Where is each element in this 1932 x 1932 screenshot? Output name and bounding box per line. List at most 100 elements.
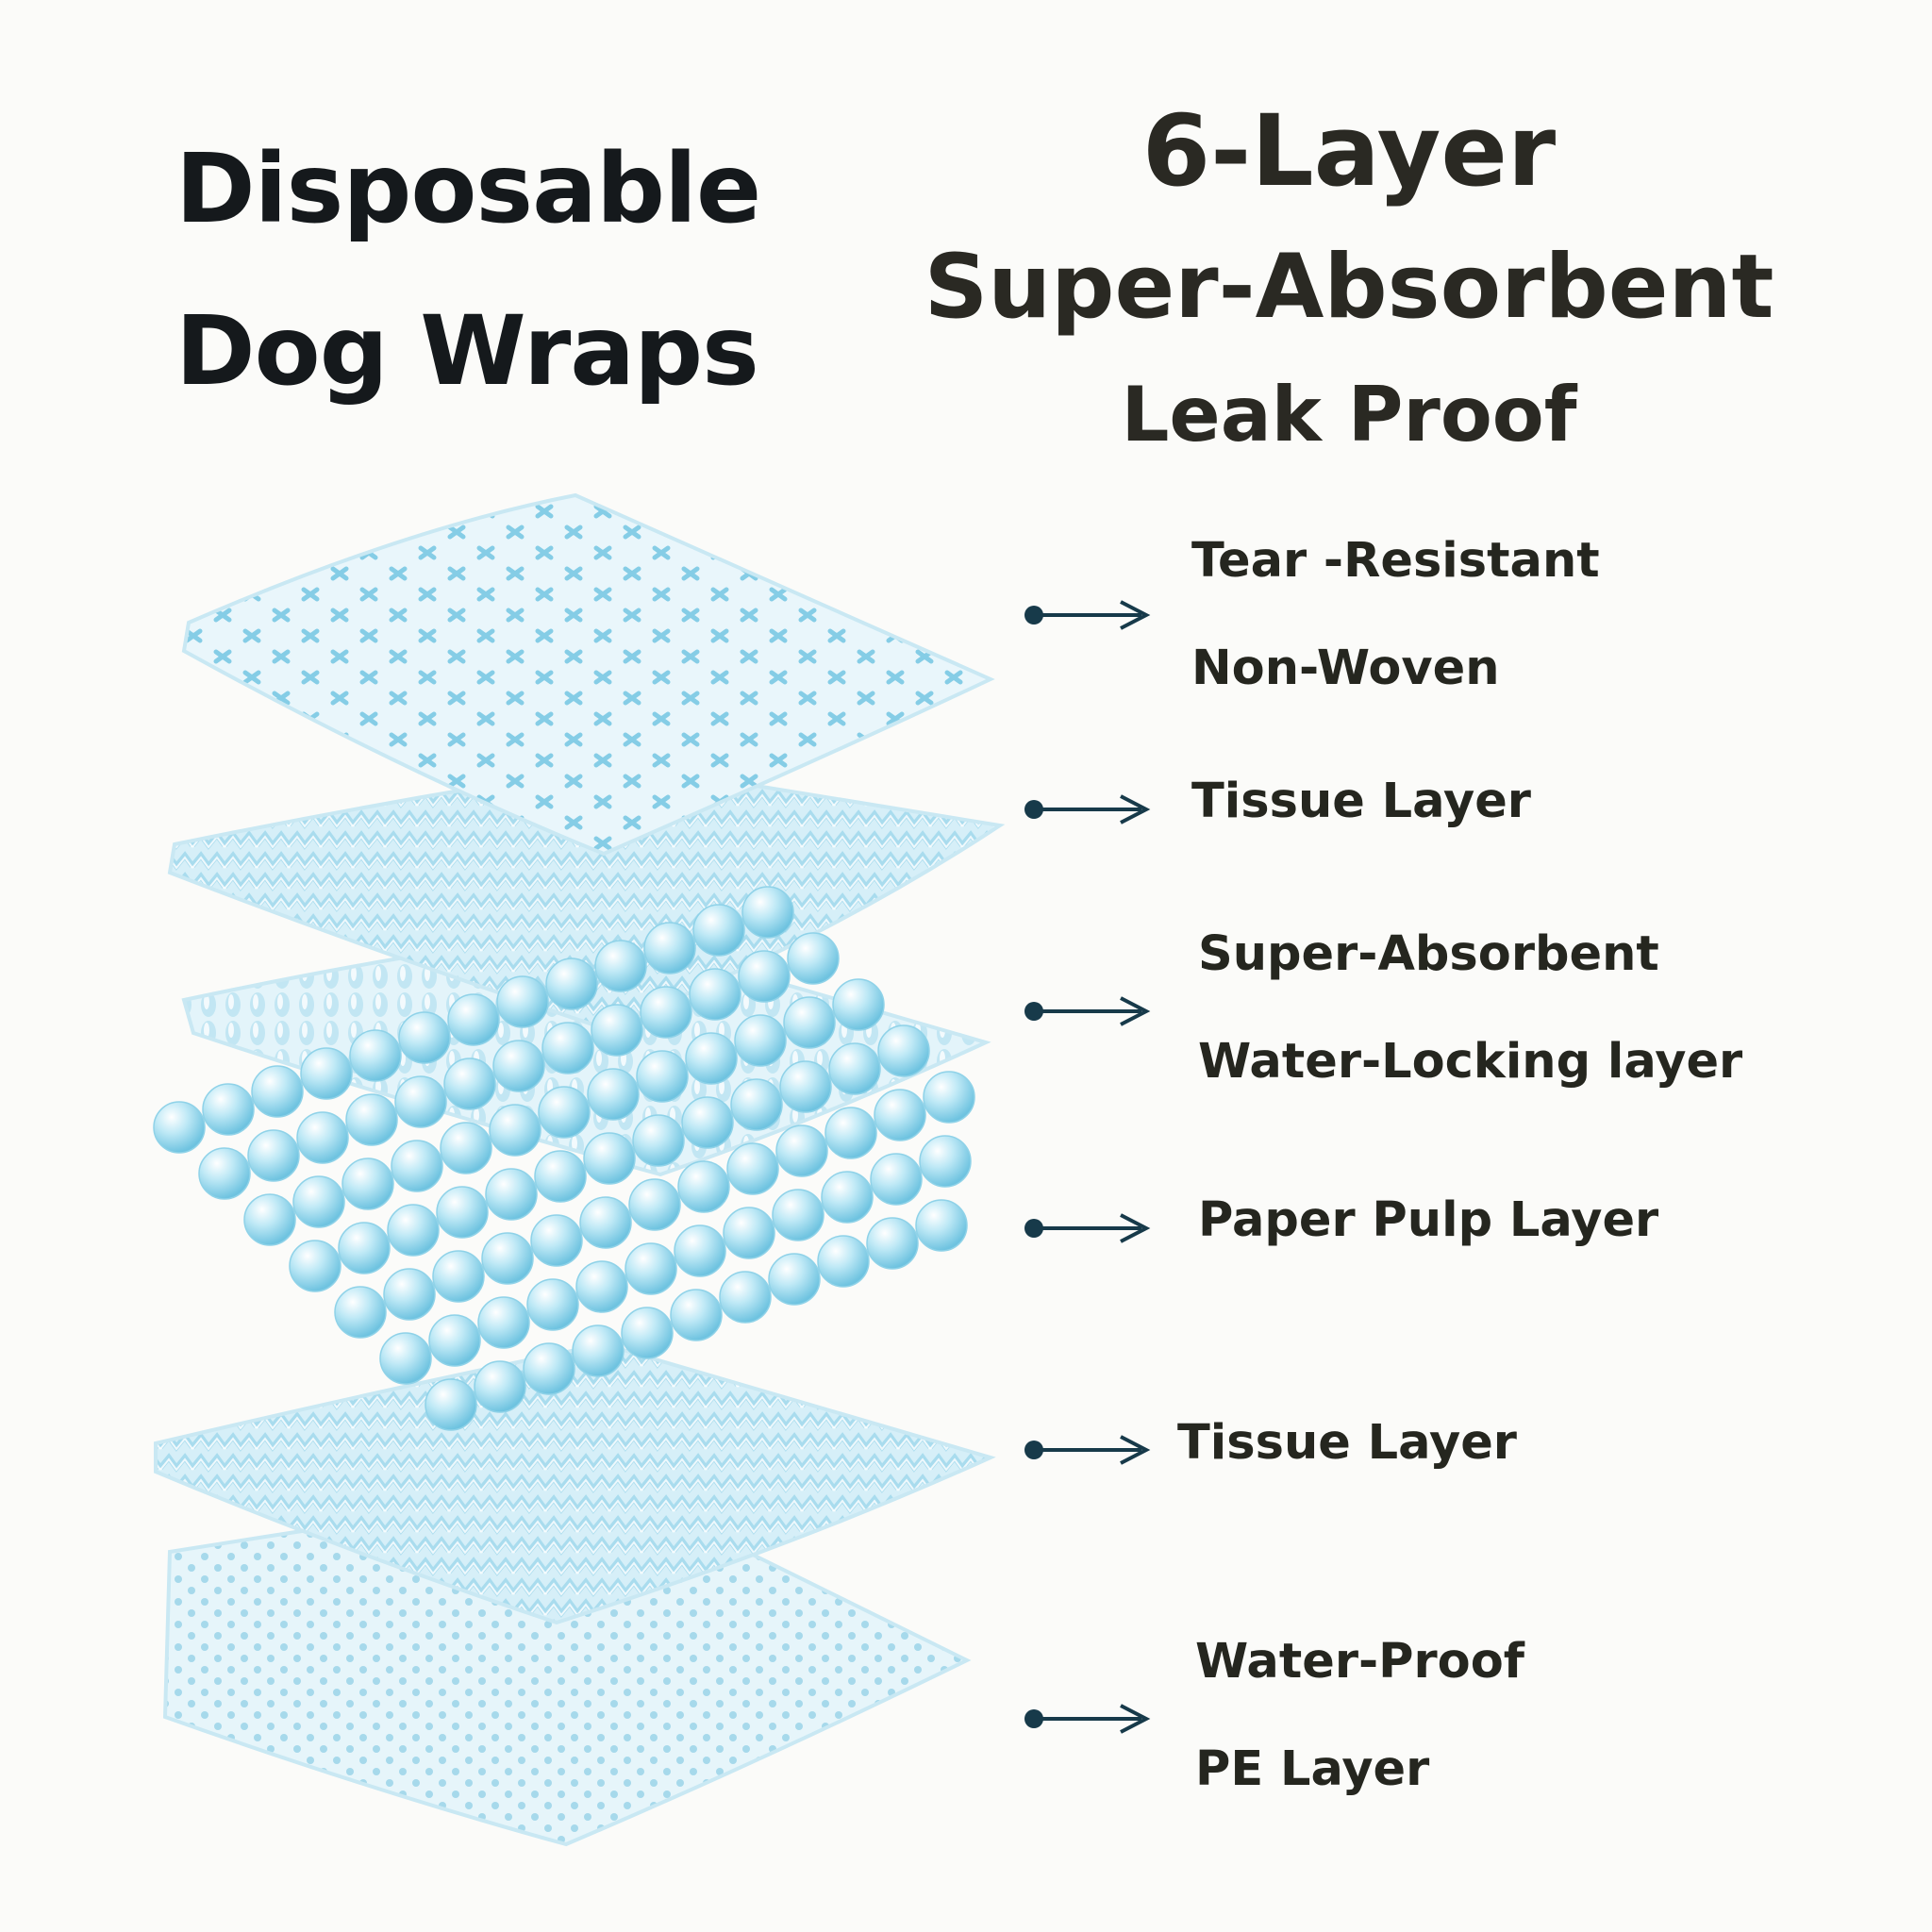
arrow-head-icon: [1120, 1435, 1151, 1465]
pulp-ball: [153, 1101, 206, 1154]
pulp-ball: [775, 1124, 828, 1177]
non-woven-sheet: [181, 492, 995, 857]
pulp-ball: [394, 1075, 447, 1128]
pulp-ball: [583, 1132, 636, 1185]
layer-label-line1: Tissue Layer: [1177, 1415, 1517, 1471]
pulp-ball: [674, 1224, 726, 1277]
pulp-ball: [625, 1242, 677, 1295]
pulp-ball: [296, 1111, 349, 1164]
pulp-ball: [436, 1186, 489, 1239]
pulp-ball: [828, 1042, 881, 1095]
pulp-ball: [741, 886, 794, 939]
pulp-ball: [877, 1024, 930, 1077]
pulp-ball: [481, 1232, 534, 1285]
paper-pulp-balls: [153, 886, 975, 1431]
pulp-ball: [289, 1240, 341, 1292]
pulp-ball: [874, 1089, 926, 1141]
pulp-ball: [538, 1086, 591, 1139]
pulp-ball: [247, 1129, 300, 1182]
pulp-ball: [300, 1047, 353, 1100]
arrow-head-icon: [1120, 1213, 1151, 1243]
pulp-ball: [817, 1235, 870, 1288]
layer-label: Paper Pulp Layer: [1198, 1167, 1658, 1274]
pulp-ball: [492, 1040, 545, 1092]
pulp-ball: [870, 1153, 923, 1206]
pulp-ball: [783, 996, 836, 1049]
pulp-ball: [523, 1342, 575, 1395]
pulp-ball: [526, 1278, 579, 1331]
arrow-head-icon: [1120, 1704, 1151, 1734]
pulp-ball: [632, 1114, 685, 1167]
layer-label-line1: Tissue Layer: [1191, 774, 1531, 829]
pulp-ball: [787, 932, 840, 985]
pulp-ball: [545, 958, 598, 1010]
pulp-ball: [628, 1178, 681, 1231]
pulp-ball: [334, 1286, 387, 1339]
pulp-ball: [243, 1193, 296, 1246]
pulp-ball: [379, 1332, 432, 1385]
pulp-ball: [923, 1071, 975, 1124]
pulp-ball: [768, 1253, 821, 1306]
pulp-ball: [689, 968, 741, 1021]
pulp-ball: [541, 1022, 594, 1074]
pulp-ball: [341, 1158, 394, 1210]
pulp-ball: [821, 1171, 874, 1224]
pulp-ball: [636, 1050, 689, 1103]
pulp-ball: [292, 1175, 345, 1228]
layer-label: Tissue Layer: [1191, 748, 1531, 856]
pulp-ball: [572, 1324, 625, 1377]
pulp-ball: [383, 1268, 436, 1321]
feature-heading: 6-Layer Super-Absorbent Leak Proof: [877, 80, 1821, 476]
pulp-ball: [198, 1147, 251, 1200]
pulp-ball: [579, 1196, 632, 1249]
pulp-ball: [621, 1307, 674, 1359]
pulp-ball: [391, 1140, 443, 1192]
pulp-ball: [338, 1222, 391, 1274]
pulp-ball: [428, 1314, 481, 1367]
pulp-ball: [474, 1360, 526, 1413]
feature-heading-line1: 6-Layer: [1141, 93, 1557, 208]
pulp-ball: [734, 1014, 787, 1067]
pulp-ball: [432, 1250, 485, 1303]
pulp-ball: [443, 1058, 496, 1110]
arrow-head-icon: [1120, 794, 1151, 824]
feature-heading-line2: Super-Absorbent: [924, 236, 1774, 339]
pulp-ball: [387, 1204, 440, 1257]
pulp-ball: [587, 1068, 640, 1121]
layer-label-line2: Water-Locking layer: [1198, 1034, 1743, 1090]
pulp-ball: [594, 940, 647, 992]
arrow-head-icon: [1120, 600, 1151, 630]
pulp-ball: [345, 1093, 398, 1146]
pulp-ball: [425, 1378, 477, 1431]
arrow-head-icon: [1120, 996, 1151, 1026]
pulp-ball: [723, 1207, 775, 1259]
pulp-ball: [685, 1032, 738, 1085]
pulp-ball: [398, 1011, 451, 1064]
pulp-ball: [575, 1260, 628, 1313]
pulp-ball: [919, 1135, 972, 1188]
pulp-ball: [477, 1296, 530, 1349]
pulp-ball: [681, 1096, 734, 1149]
pulp-ball: [915, 1199, 968, 1252]
layer-label-line1: Tear -Resistant: [1191, 533, 1600, 589]
pulp-ball: [779, 1060, 832, 1113]
pulp-ball: [719, 1271, 772, 1324]
layer-label-line2: Non-Woven: [1191, 641, 1500, 696]
product-title-line1: Disposable: [175, 133, 761, 245]
pulp-ball: [824, 1107, 877, 1159]
pulp-ball: [730, 1078, 783, 1131]
pulp-ball: [202, 1083, 255, 1136]
pulp-ball: [251, 1065, 304, 1118]
pulp-ball: [643, 922, 696, 974]
pulp-ball: [677, 1160, 730, 1213]
layer-label-line2: PE Layer: [1195, 1741, 1430, 1797]
pulp-ball: [866, 1217, 919, 1270]
pulp-ball: [489, 1104, 541, 1157]
pulp-ball: [534, 1150, 587, 1203]
pulp-ball: [692, 904, 745, 957]
pulp-ball: [772, 1189, 824, 1241]
